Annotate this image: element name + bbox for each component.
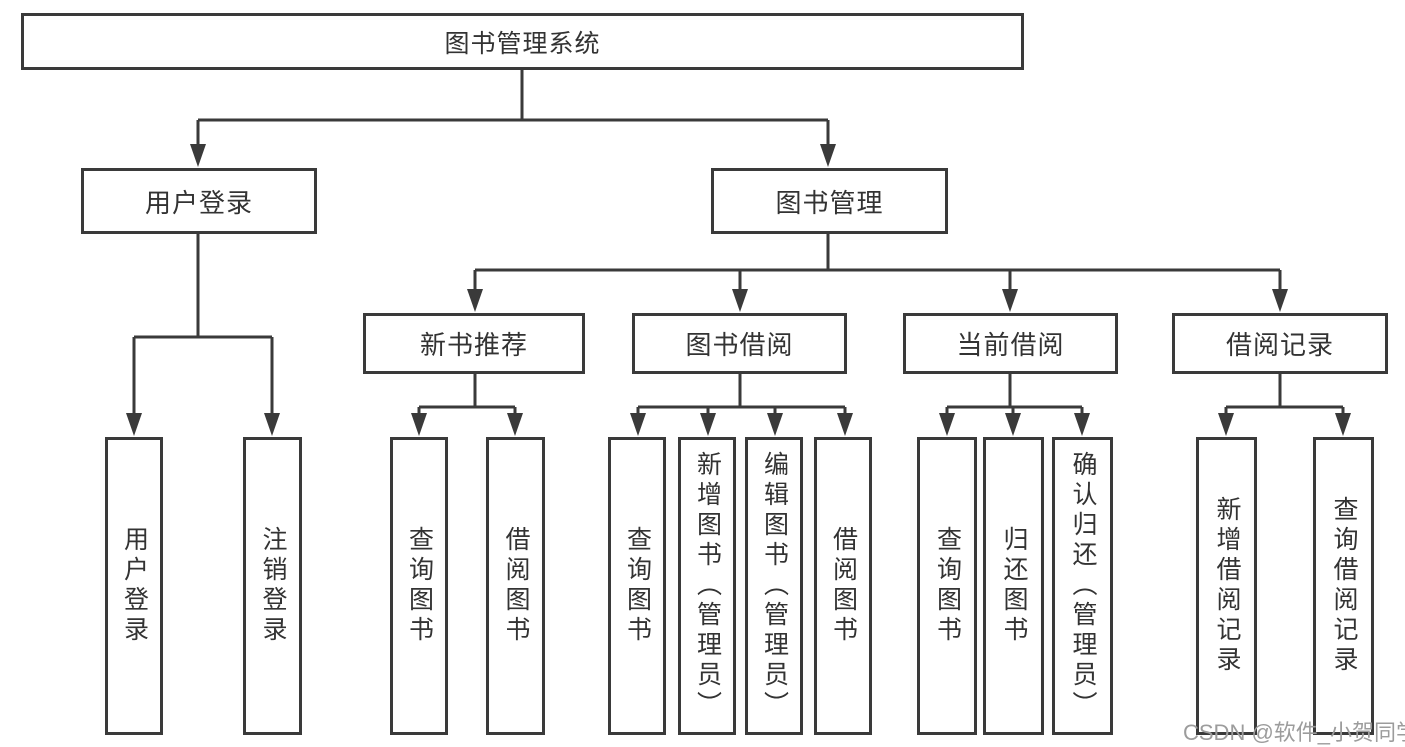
leaf-return-books-label: 归还图书: [1000, 526, 1028, 646]
leaf-query-books-current: 查询图书: [917, 437, 977, 735]
csdn-watermark: CSDN @软件_小贺同学: [1183, 720, 1405, 745]
leaf-borrow-books: 借阅图书: [814, 437, 872, 735]
leaf-borrow-books-recommend: 借阅图书: [486, 437, 545, 735]
leaf-confirm-return-admin: 确认归还（管理员）: [1052, 437, 1113, 735]
leaf-query-books-recommend-label: 查询图书: [405, 526, 434, 646]
leaf-confirm-return-admin-label: 确认归还（管理员）: [1069, 451, 1097, 721]
node-book-management: 图书管理: [711, 168, 948, 234]
leaf-query-books-current-label: 查询图书: [933, 526, 962, 646]
leaf-query-books-borrow: 查询图书: [608, 437, 666, 735]
leaf-add-borrow-record: 新增借阅记录: [1196, 437, 1257, 735]
leaf-query-borrow-record: 查询借阅记录: [1313, 437, 1374, 735]
leaf-add-borrow-record-label: 新增借阅记录: [1213, 496, 1241, 676]
leaf-user-login: 用户登录: [105, 437, 163, 735]
leaf-borrow-books-recommend-label: 借阅图书: [502, 526, 530, 646]
leaf-query-books-borrow-label: 查询图书: [623, 526, 652, 646]
node-current-borrow: 当前借阅: [903, 313, 1118, 374]
leaf-add-book-admin: 新增图书（管理员）: [678, 437, 736, 735]
node-book-borrow: 图书借阅: [632, 313, 847, 374]
node-borrow-records: 借阅记录: [1172, 313, 1388, 374]
leaf-query-books-recommend: 查询图书: [390, 437, 448, 735]
leaf-user-login-label: 用户登录: [120, 526, 149, 646]
leaf-add-book-admin-label: 新增图书（管理员）: [693, 451, 722, 721]
leaf-query-borrow-record-label: 查询借阅记录: [1330, 496, 1358, 676]
leaf-edit-book-admin-label: 编辑图书（管理员）: [760, 451, 789, 721]
node-user-login: 用户登录: [81, 168, 317, 234]
leaf-return-books: 归还图书: [983, 437, 1044, 735]
leaf-borrow-books-label: 借阅图书: [829, 526, 858, 646]
leaf-edit-book-admin: 编辑图书（管理员）: [745, 437, 803, 735]
node-new-book-recommend: 新书推荐: [363, 313, 585, 374]
leaf-logout: 注销登录: [243, 437, 302, 735]
leaf-logout-label: 注销登录: [259, 526, 287, 646]
node-root-system: 图书管理系统: [21, 13, 1024, 70]
